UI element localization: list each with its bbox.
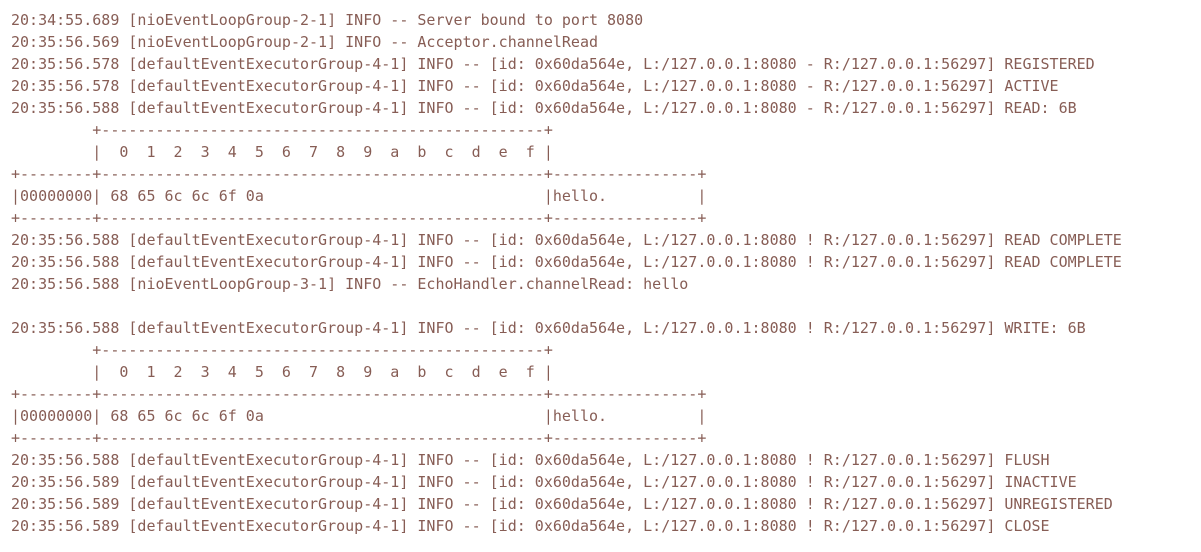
log-line-unregistered: 20:35:56.589 [defaultEventExecutorGroup-… [11, 495, 1113, 513]
log-line-inactive: 20:35:56.589 [defaultEventExecutorGroup-… [11, 473, 1077, 491]
log-line-read: 20:35:56.588 [defaultEventExecutorGroup-… [11, 99, 1077, 117]
log-line-read-complete-2: 20:35:56.588 [defaultEventExecutorGroup-… [11, 253, 1122, 271]
hexdump-read-top-border: +---------------------------------------… [11, 121, 553, 139]
log-line-active: 20:35:56.578 [defaultEventExecutorGroup-… [11, 77, 1059, 95]
log-line-server-bound: 20:34:55.689 [nioEventLoopGroup-2-1] INF… [11, 11, 644, 29]
log-line-close: 20:35:56.589 [defaultEventExecutorGroup-… [11, 517, 1050, 535]
hexdump-write-column-header: | 0 1 2 3 4 5 6 7 8 9 a b c d e f | [11, 363, 553, 381]
hexdump-write-data-row: |00000000| 68 65 6c 6c 6f 0a |hello. | [11, 407, 707, 425]
hexdump-write-top-border: +---------------------------------------… [11, 341, 553, 359]
log-line-read-complete-1: 20:35:56.588 [defaultEventExecutorGroup-… [11, 231, 1122, 249]
log-line-write: 20:35:56.588 [defaultEventExecutorGroup-… [11, 319, 1086, 337]
log-line-flush: 20:35:56.588 [defaultEventExecutorGroup-… [11, 451, 1050, 469]
hexdump-write-separator: +--------+------------------------------… [11, 385, 707, 403]
hexdump-read-data-row: |00000000| 68 65 6c 6c 6f 0a |hello. | [11, 187, 707, 205]
log-line-blank [11, 295, 1201, 317]
log-line-acceptor-channelread: 20:35:56.569 [nioEventLoopGroup-2-1] INF… [11, 33, 598, 51]
log-line-registered: 20:35:56.578 [defaultEventExecutorGroup-… [11, 55, 1095, 73]
hexdump-read-bottom-border: +--------+------------------------------… [11, 209, 707, 227]
hexdump-read-separator: +--------+------------------------------… [11, 165, 707, 183]
hexdump-write-bottom-border: +--------+------------------------------… [11, 429, 707, 447]
hexdump-read-column-header: | 0 1 2 3 4 5 6 7 8 9 a b c d e f | [11, 143, 553, 161]
log-line-echohandler-channelread: 20:35:56.588 [nioEventLoopGroup-3-1] INF… [11, 275, 689, 293]
